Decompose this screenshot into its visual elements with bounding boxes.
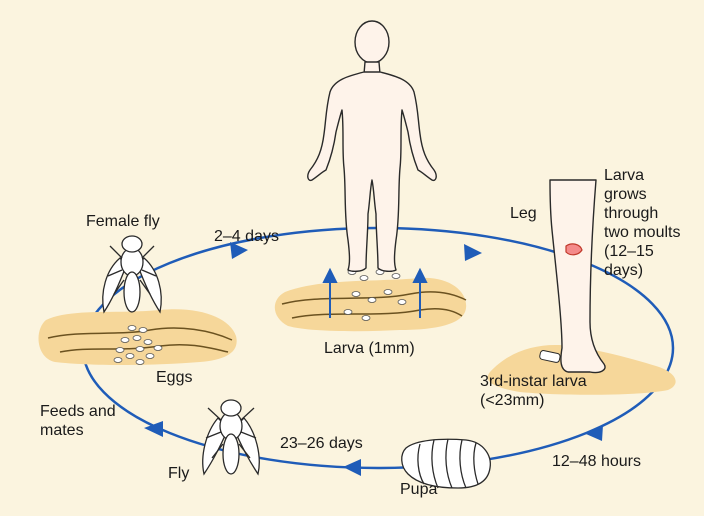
- label-fly: Fly: [168, 464, 189, 483]
- label-pupa: Pupa: [400, 480, 437, 499]
- label-2-4-days: 2–4 days: [214, 227, 279, 246]
- label-feeds-and-mates: Feeds and mates: [40, 402, 140, 440]
- label-23-26-days: 23–26 days: [280, 434, 363, 453]
- label-larva-grows: Larva grows through two moults (12–15 da…: [604, 166, 682, 280]
- label-larva-1mm: Larva (1mm): [324, 339, 415, 358]
- label-female-fly: Female fly: [86, 212, 160, 231]
- label-12-48-hours: 12–48 hours: [552, 452, 641, 471]
- label-third-instar: 3rd-instar larva (<23mm): [480, 372, 630, 410]
- fly-icon: [203, 400, 259, 474]
- label-eggs: Eggs: [156, 368, 192, 387]
- label-leg: Leg: [510, 204, 537, 223]
